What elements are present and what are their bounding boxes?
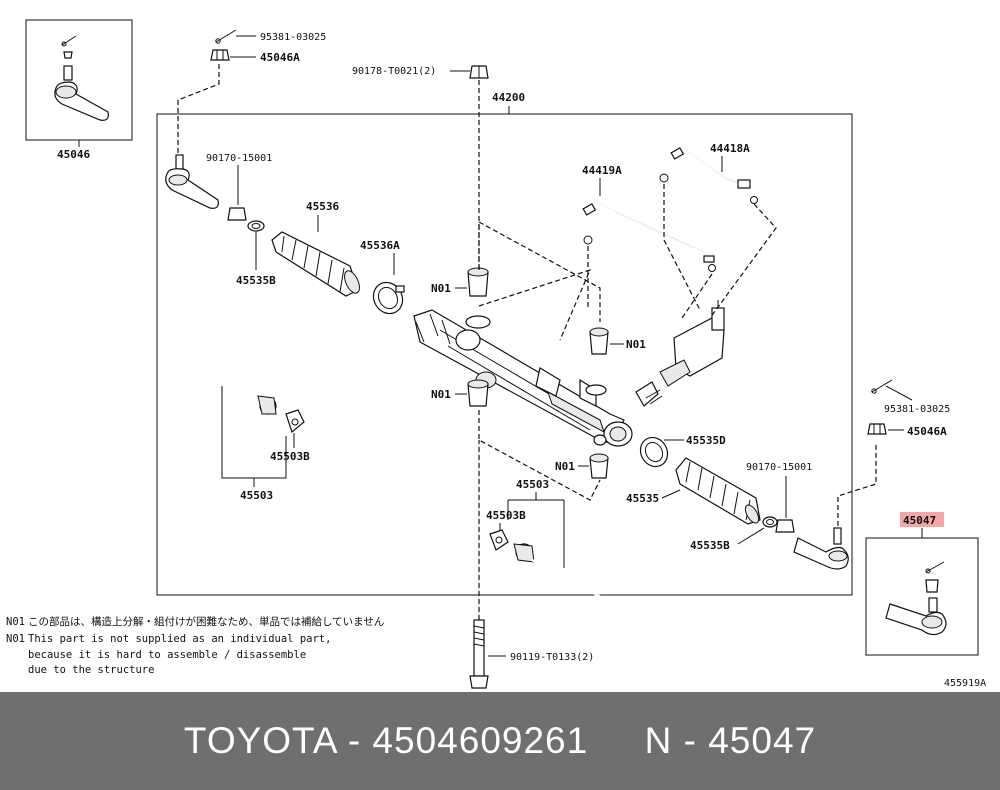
part-number-banner: TOYOTA - 4504609261 N - 45047	[0, 692, 1000, 790]
label-n01-mid[interactable]: N01	[431, 388, 451, 401]
label-45503B-left[interactable]: 45503B	[270, 450, 310, 463]
label-45503-left[interactable]: 45503	[240, 489, 273, 502]
label-90170-right[interactable]: 90170-15001	[746, 462, 812, 473]
label-45503B-right[interactable]: 45503B	[486, 509, 526, 522]
bolt-icon-90119	[469, 619, 489, 689]
boot-icon-45536	[271, 231, 360, 297]
label-45536[interactable]: 45536	[306, 200, 339, 213]
assembly-frame-44200	[156, 113, 853, 596]
pipe-icon-44419A	[582, 199, 716, 272]
label-n01-bottom[interactable]: N01	[555, 460, 575, 473]
cotter-pin-icon-top	[215, 29, 237, 44]
label-45046A-right[interactable]: 45046A	[907, 425, 947, 438]
bushing-ring-icon	[465, 315, 491, 329]
note-code-en: N01	[6, 633, 25, 645]
label-44418A[interactable]: 44418A	[710, 142, 750, 155]
nut-icon-90170-right	[775, 519, 795, 533]
lock-washer-icon-45503B-left	[285, 409, 305, 434]
label-95381-right[interactable]: 95381-03025	[884, 404, 950, 415]
castle-nut-icon-right	[867, 423, 887, 435]
note-text-en-3: due to the structure	[28, 664, 154, 676]
label-n01-top[interactable]: N01	[431, 282, 451, 295]
parts-diagram: 45046 95381-03025 45046A 90178-T0021(2) …	[6, 19, 987, 689]
bushing-icon-n01-top	[467, 267, 489, 297]
inset-box-45046	[25, 19, 133, 141]
label-90119[interactable]: 90119-T0133(2)	[510, 652, 594, 663]
label-45503-right[interactable]: 45503	[516, 478, 549, 491]
label-90178[interactable]: 90178-T0021(2)	[352, 66, 436, 77]
bushing-icon-n01-mid	[467, 379, 489, 407]
label-90170-left[interactable]: 90170-15001	[206, 153, 272, 164]
part-number-text: TOYOTA - 4504609261 N - 45047	[183, 720, 817, 761]
clamp-icon-45535B-left	[247, 220, 265, 232]
cotter-pin-icon-right	[871, 379, 893, 394]
inner-tie-rod-icon-left	[185, 360, 277, 415]
label-44200[interactable]: 44200	[492, 91, 525, 104]
bushing-icon-n01-right	[589, 327, 609, 355]
label-45535B-left[interactable]: 45535B	[236, 274, 276, 287]
note-text-en-2: because it is hard to assemble / disasse…	[28, 649, 306, 661]
highlight-45047	[900, 512, 944, 527]
lock-washer-icon-45503B-right	[489, 529, 509, 551]
boot-icon-45535	[675, 457, 761, 525]
tie-rod-end-icon-45047	[885, 561, 947, 636]
inner-tie-rod-icon-right	[513, 543, 611, 604]
label-n01-right[interactable]: N01	[626, 338, 646, 351]
clamp-icon-45536A	[372, 281, 405, 315]
note-text-en-1: This part is not supplied as an individu…	[28, 633, 331, 645]
steering-rack-exploded-view: 45046 95381-03025 45046A 90178-T0021(2) …	[6, 19, 986, 689]
tie-rod-end-icon-45046	[54, 35, 109, 121]
nut-icon-90178	[469, 65, 489, 79]
bushing-icon-n01-bottom	[589, 453, 609, 479]
label-45535[interactable]: 45535	[626, 492, 659, 505]
label-45536A[interactable]: 45536A	[360, 239, 400, 252]
tie-rod-end-icon-left	[165, 154, 219, 209]
note-code-jp: N01	[6, 616, 25, 628]
label-45046[interactable]: 45046	[57, 148, 90, 161]
inset-box-45047	[865, 537, 979, 656]
clamp-icon-45535D	[639, 436, 669, 468]
castle-nut-icon-top	[210, 49, 230, 61]
label-45535B-right[interactable]: 45535B	[690, 539, 730, 552]
valve-body-icon	[635, 300, 725, 407]
bushing-ring-icon-2	[585, 384, 607, 396]
clamp-icon-45535B-right	[762, 516, 778, 528]
tie-rod-end-icon-right	[793, 527, 849, 570]
label-45046A-top[interactable]: 45046A	[260, 51, 300, 64]
note-text-jp: この部品は、構造上分解・組付けが困難なため、単品では補給していません	[28, 615, 384, 628]
label-44419A[interactable]: 44419A	[582, 164, 622, 177]
figure-code: 455919A	[944, 678, 986, 689]
label-95381-top[interactable]: 95381-03025	[260, 32, 326, 43]
label-45047[interactable]: 45047	[903, 514, 936, 527]
pipe-icon-44418A	[659, 147, 758, 204]
nut-icon-90170-left	[227, 207, 247, 221]
label-45535D[interactable]: 45535D	[686, 434, 726, 447]
